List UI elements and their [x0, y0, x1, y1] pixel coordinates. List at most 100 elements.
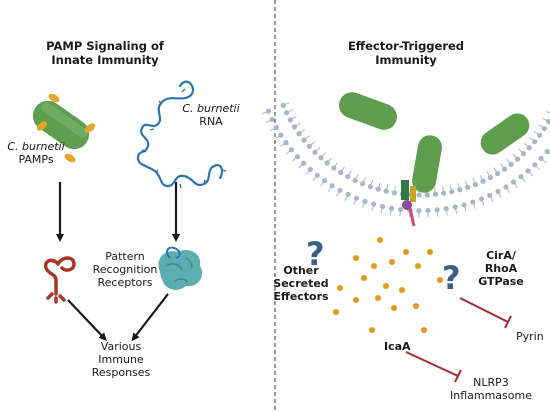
lipid-head	[461, 202, 467, 208]
lipid-head	[318, 155, 324, 161]
effector-dot	[389, 259, 395, 265]
other-effectors-line: Effectors	[273, 290, 329, 303]
lipid-head	[520, 151, 527, 157]
pamp-icon	[48, 93, 60, 103]
effector-dot	[337, 285, 343, 291]
lipid-head	[532, 162, 538, 168]
effector-dot	[413, 303, 419, 309]
lipid-head	[306, 143, 312, 149]
lipid-head	[379, 203, 386, 210]
tlr-receptor-icon	[43, 256, 76, 304]
right-title-line: Effector-Triggered	[347, 39, 465, 53]
responses-label-line: Various	[100, 340, 142, 353]
lipid-head	[278, 132, 284, 138]
responses-label-line: Immune	[98, 353, 144, 366]
lipid-head	[273, 124, 279, 131]
lipid-head	[352, 177, 358, 183]
lipid-head	[526, 145, 532, 151]
right-title-line: Immunity	[375, 53, 437, 67]
lipid-head	[375, 186, 381, 192]
effector-dot	[391, 305, 397, 311]
rna-label: C. burnetii RNA	[176, 102, 246, 128]
lipid-head	[296, 131, 302, 137]
bacterium-icon	[480, 113, 530, 155]
lipid-head	[525, 168, 531, 174]
lipid-head	[416, 208, 422, 214]
lipid-head	[480, 178, 486, 184]
lipid-head	[443, 206, 449, 212]
lipid-head	[472, 181, 479, 188]
lipid-head	[478, 196, 485, 202]
lipid-head	[503, 184, 509, 190]
lipid-head	[362, 198, 368, 205]
rna-label-line: C. burnetii	[182, 102, 240, 115]
lipid-head	[510, 179, 517, 185]
lipid-head	[383, 188, 389, 194]
rna-label-line: RNA	[199, 115, 223, 128]
question-mark-icon: ?	[306, 235, 325, 273]
lipid-head	[321, 178, 328, 184]
question-mark-icon: ?	[442, 259, 461, 297]
responses-label: Various Immune Responses	[86, 340, 156, 379]
lipid-head	[324, 160, 330, 166]
nlrp3-label-line: NLRP3	[473, 376, 509, 389]
effector-dot	[415, 263, 421, 269]
lipid-head	[449, 189, 455, 195]
effector-dot	[399, 287, 405, 293]
lipid-head	[283, 110, 290, 116]
nlrp3-label-line: Inflammasome	[449, 389, 532, 402]
effector-dot	[375, 295, 381, 301]
lipid-head	[441, 190, 447, 196]
pyrin-label: Pyrin	[516, 330, 544, 343]
inhibit-cira-pyrin	[459, 297, 512, 329]
lipid-head	[338, 169, 344, 176]
rig-receptor-icon	[158, 246, 203, 290]
cira-label-line: CirA/	[486, 249, 516, 262]
lipid-head	[331, 165, 337, 171]
lipid-head	[345, 174, 351, 180]
left-panel-title: PAMP Signaling of Innate Immunity	[40, 39, 170, 67]
lipid-head	[360, 181, 366, 187]
left-title-line: PAMP Signaling of	[46, 39, 164, 53]
cira-label-line: RhoA	[484, 262, 518, 275]
effector-dot	[371, 263, 377, 269]
lipid-head	[314, 172, 320, 178]
lipid-head	[371, 201, 377, 207]
effector-dot	[377, 237, 383, 243]
effector-dots	[333, 237, 443, 333]
lipid-tail	[546, 110, 550, 114]
bacterium-secretion-icon	[401, 135, 442, 227]
lipid-head	[301, 160, 307, 166]
lipid-head	[465, 184, 471, 190]
lipid-head	[514, 156, 521, 162]
effector-dot	[403, 249, 409, 255]
lipid-head	[353, 195, 360, 201]
icaa-label: IcaA	[384, 340, 411, 353]
lipid-head	[494, 170, 501, 177]
lipid-head	[294, 154, 300, 160]
lipid-head	[416, 192, 422, 198]
prr-label-line: Recognition	[92, 263, 158, 276]
arrow-rig-to-responses	[131, 293, 169, 342]
other-effectors-label: Other Secreted Effectors	[270, 264, 332, 303]
lipid-head	[424, 192, 430, 198]
pamps-label-line: C. burnetii	[7, 140, 65, 153]
lipid-head	[367, 184, 373, 190]
lipid-head	[283, 140, 289, 146]
lipid-head	[537, 132, 543, 138]
lipid-head	[269, 116, 275, 123]
lipid-head	[452, 204, 458, 210]
lipid-head	[495, 188, 501, 194]
lipid-head	[391, 190, 397, 196]
lipid-head	[329, 183, 335, 189]
effector-dot	[427, 249, 433, 255]
lipid-head	[470, 199, 476, 205]
nlrp3-label: NLRP3 Inflammasome	[446, 376, 536, 402]
lipid-head	[538, 155, 544, 161]
bacterium-pamps-icon	[32, 93, 96, 163]
lipid-head	[501, 166, 508, 172]
lipid-head	[397, 206, 404, 213]
lipid-head	[544, 148, 550, 155]
lipid-head	[541, 125, 548, 132]
lipid-head	[434, 207, 440, 213]
